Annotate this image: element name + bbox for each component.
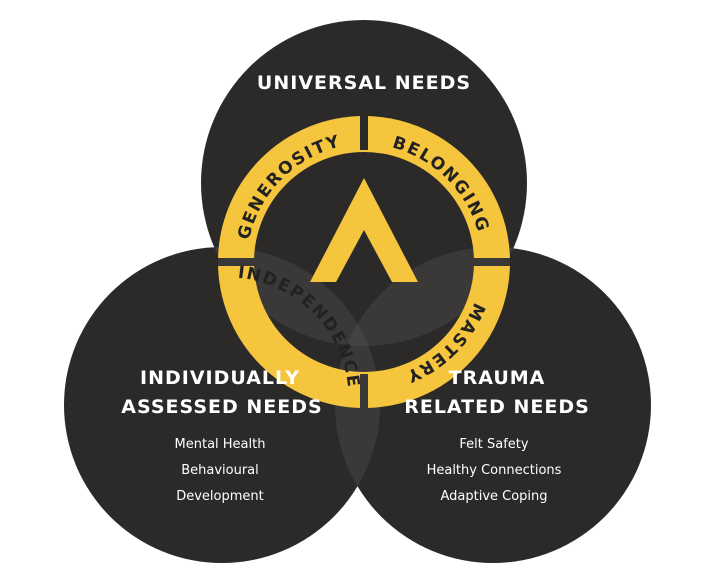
universal-needs-title: UNIVERSAL NEEDS <box>257 72 471 94</box>
ring-gap-bottom <box>360 374 368 414</box>
ring-gap-top <box>360 110 368 150</box>
list-item: Adaptive Coping <box>440 489 547 504</box>
trauma-related-title-line1: TRAUMA <box>449 367 546 389</box>
ring-gap-left <box>218 258 258 266</box>
list-item: Development <box>176 489 264 504</box>
ring-gap-right <box>470 258 510 266</box>
list-item: Mental Health <box>175 437 266 452</box>
individually-assessed-title-line1: INDIVIDUALLY <box>140 367 300 389</box>
overlap-left-top <box>201 247 380 346</box>
overlap-right-top <box>335 247 527 346</box>
list-item: Healthy Connections <box>427 463 562 478</box>
chevron-up-logo-icon <box>310 178 418 282</box>
list-item: Felt Safety <box>459 437 528 452</box>
trauma-related-title-line2: RELATED NEEDS <box>404 396 590 418</box>
list-item: Behavioural <box>181 463 259 478</box>
individually-assessed-title-line2: ASSESSED NEEDS <box>121 396 322 418</box>
